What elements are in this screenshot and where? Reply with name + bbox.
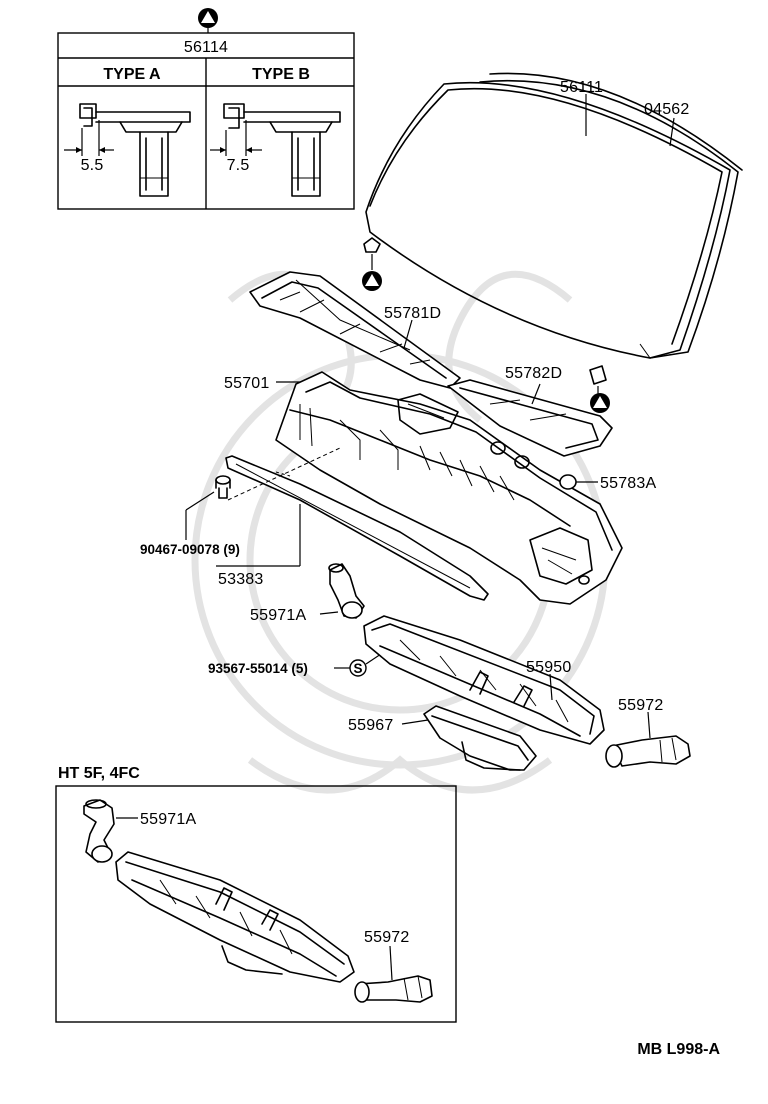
clip-type-b-drawing: 7.5 [210,103,341,197]
label-55972: 55972 [618,697,664,714]
label-55781d: 55781D [384,305,441,322]
clip-left-icon [362,237,382,291]
label-55967: 55967 [348,717,394,734]
inset-label-55971a: 55971A [140,811,196,828]
label-53383: 53383 [218,571,264,588]
retainer-clip-icon [215,475,231,499]
type-a-title: TYPE A [103,66,161,83]
inset-part-number: 56114 [184,39,228,56]
duct-55972-drawing [605,735,691,768]
label-90467: 90467-09078 (9) [140,542,240,557]
label-55950: 55950 [526,659,572,676]
label-55971a: 55971A [250,607,306,624]
cowl-louver-lh-drawing [249,271,461,389]
label-55783a: 55783A [600,475,656,492]
cowl-duct-drawing [423,705,537,771]
cowl-louver-rh-drawing [447,379,613,457]
type-b-dimension: 7.5 [227,157,250,174]
screw-symbol: S [353,661,362,676]
inset-label-55972: 55972 [364,929,410,946]
label-56111: 56111 [560,79,603,96]
inset-56114: 56114 TYPE A TYPE B 5.5 [57,8,355,210]
label-04562: 04562 [644,101,690,118]
label-55701: 55701 [224,375,270,392]
inset-air-inlet-panel-drawing [115,851,355,983]
cowl-panel-drawing [275,371,623,605]
duct-elbow-drawing [328,563,365,619]
triangle-marker-icon [198,8,218,28]
label-55782d: 55782D [505,365,562,382]
clip-type-a-drawing: 5.5 [64,103,191,197]
inset-duct-elbow-drawing [83,799,115,863]
type-a-dimension: 5.5 [81,157,104,174]
clip-right-icon [589,365,610,413]
type-b-title: TYPE B [252,66,310,83]
inset-ht-5f-4fc: HT 5F, 4FC 55971A 55972 [55,765,457,1023]
inset-duct-55972-drawing [354,975,433,1003]
hole-plug-icon [559,474,577,490]
label-93567: 93567-55014 (5) [208,661,308,676]
air-inlet-panel-drawing [363,615,605,745]
hood-seal-drawing [225,447,489,601]
windshield-glass-drawing [365,72,743,359]
inset-bottom-title: HT 5F, 4FC [58,765,140,782]
diagram-reference-code: MB L998-A [637,1041,720,1058]
